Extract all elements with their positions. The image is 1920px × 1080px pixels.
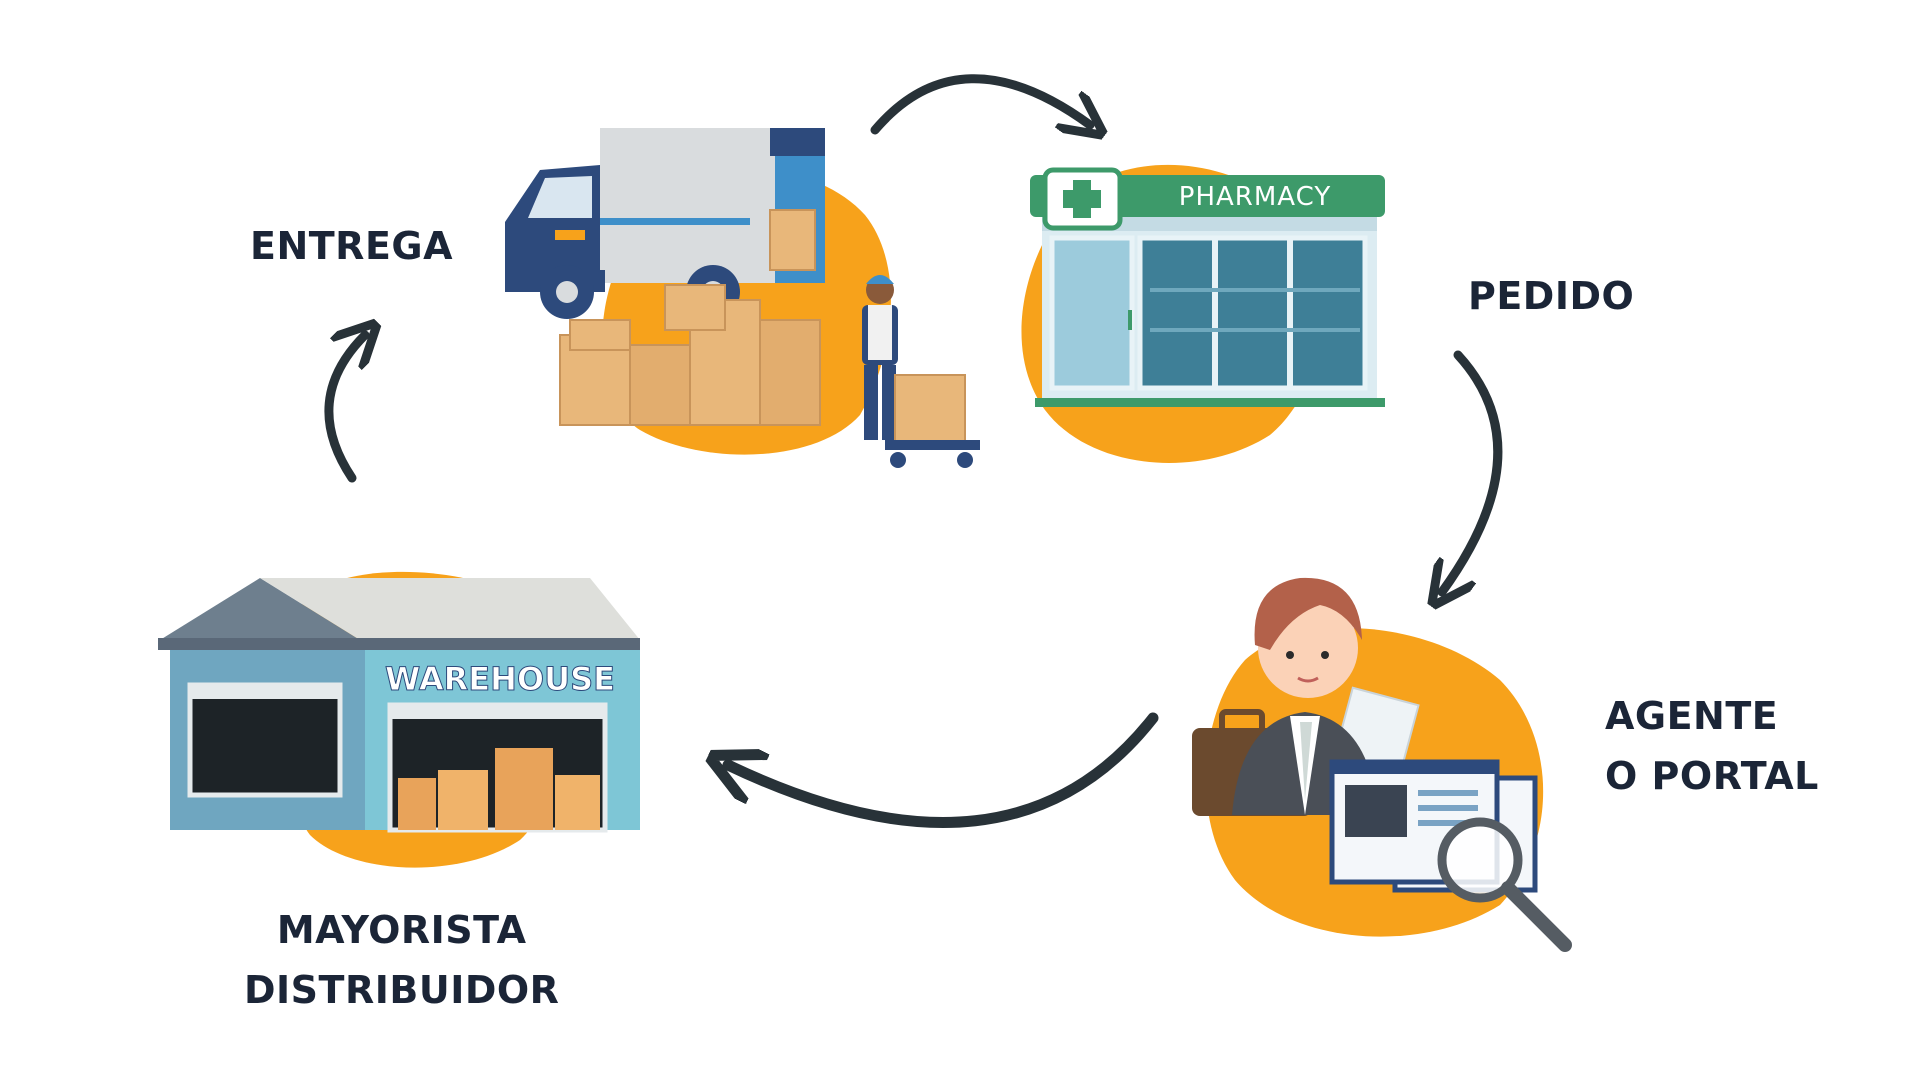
- cycle-arrow-icon: [870, 74, 1090, 130]
- agent-portal-icon: [1192, 577, 1572, 952]
- pharmacy-store-icon: PHARMACY: [1021, 164, 1385, 463]
- cycle-arrow-icon: [1442, 350, 1503, 592]
- warehouse-icon: WAREHOUSE: [158, 571, 640, 868]
- step-label-agente: AGENTE O PORTAL: [1605, 686, 1819, 806]
- label-text: PEDIDO: [1468, 274, 1635, 318]
- label-text: O PORTAL: [1605, 754, 1819, 798]
- cycle-arrow-icon: [324, 335, 365, 483]
- label-text: AGENTE: [1605, 694, 1779, 738]
- warehouse-sign: WAREHOUSE: [385, 660, 615, 698]
- cycle-arrow-icon: [728, 712, 1159, 828]
- step-label-pedido: PEDIDO: [1468, 266, 1634, 326]
- label-text: MAYORISTA: [276, 908, 527, 952]
- step-label-entrega: ENTREGA: [250, 216, 453, 276]
- pharmacy-sign: PHARMACY: [1179, 182, 1331, 212]
- label-text: ENTREGA: [250, 224, 453, 268]
- delivery-truck-icon: [505, 128, 980, 468]
- step-label-mayorista: MAYORISTA DISTRIBUIDOR: [244, 900, 559, 1020]
- label-text: DISTRIBUIDOR: [244, 968, 560, 1012]
